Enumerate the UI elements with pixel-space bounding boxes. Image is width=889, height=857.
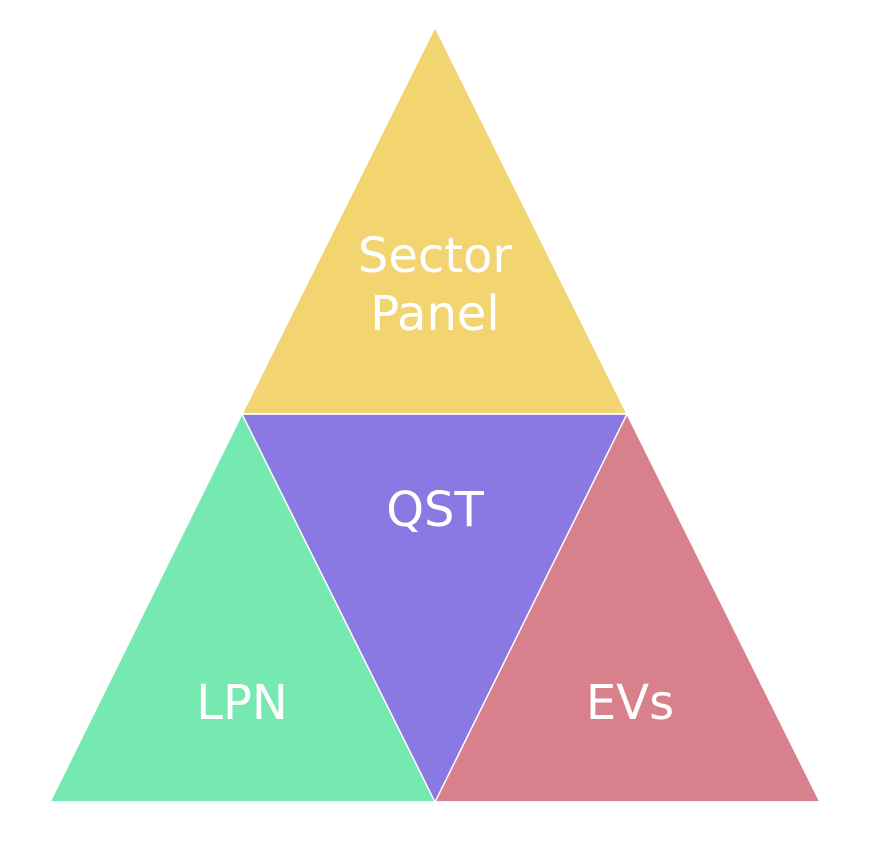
sector-panel-triangle[interactable] [243, 28, 626, 414]
qst-triangle[interactable] [243, 414, 626, 801]
lpn-triangle[interactable] [51, 415, 434, 802]
evs-triangle[interactable] [436, 415, 819, 802]
